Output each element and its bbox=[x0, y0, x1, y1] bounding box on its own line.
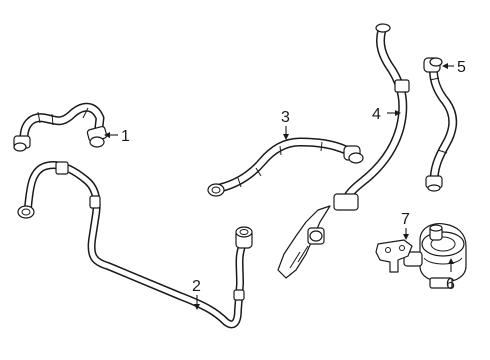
hose-part-5 bbox=[423, 57, 458, 192]
callout-leaders bbox=[104, 63, 454, 310]
hose-part-3 bbox=[207, 137, 364, 197]
callout-labels: 1 2 3 4 5 6 7 bbox=[121, 59, 466, 295]
hose-part-4 bbox=[277, 23, 410, 279]
hose-part-2 bbox=[17, 161, 253, 329]
callout-6: 6 bbox=[446, 276, 455, 293]
hose-part-1 bbox=[13, 102, 108, 152]
water-pump-part-6 bbox=[403, 223, 467, 289]
callout-3: 3 bbox=[281, 109, 290, 126]
callout-5: 5 bbox=[457, 59, 466, 76]
callout-2: 2 bbox=[192, 278, 201, 295]
bracket-part-7 bbox=[375, 239, 413, 273]
callout-7: 7 bbox=[401, 211, 410, 228]
callout-4: 4 bbox=[372, 106, 381, 123]
callout-1: 1 bbox=[121, 128, 130, 145]
